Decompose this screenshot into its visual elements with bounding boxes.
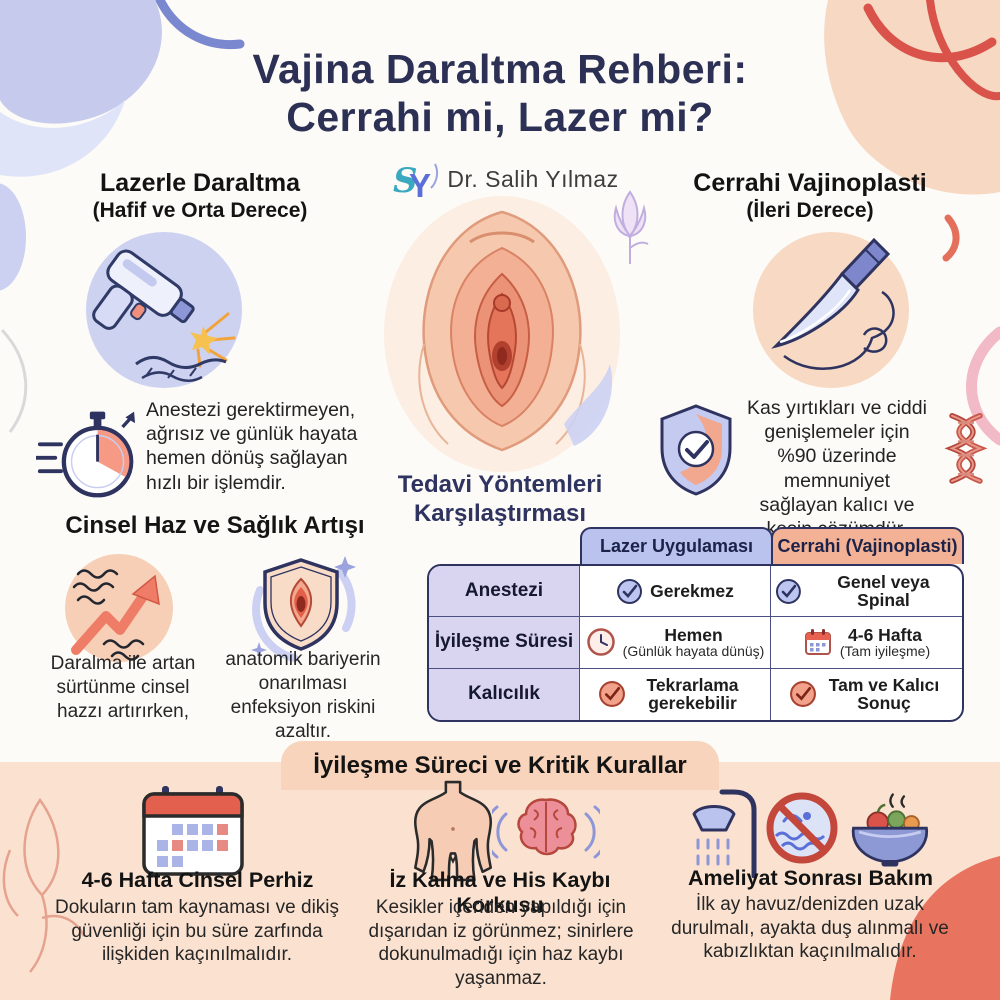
cell-value: Tam ve Kalıcı Sonuç xyxy=(828,674,940,714)
page-title: Vajina Daraltma Rehberi: Cerrahi mi, Laz… xyxy=(0,46,1000,141)
care-title-aftercare: Ameliyat Sonrası Bakım xyxy=(688,866,933,890)
care-title-scar: İz Kalma ve His Kaybı Korkusu xyxy=(389,868,611,917)
row-label-iyilesme: İyileşme Süresi xyxy=(429,617,580,669)
surgery-method-heading: Cerrahi Vajinoplasti (İleri Derece) xyxy=(650,169,970,224)
surgery-description-block: Kas yırtıkları ve ciddi genişlemeler içi… xyxy=(656,396,994,541)
cell-kalicilik-surgery: Tam ve Kalıcı Sonuç xyxy=(771,669,962,720)
decor-ribbon-red-1 xyxy=(863,3,997,63)
recovery-banner: İyileşme Süreci ve Kritik Kurallar xyxy=(281,741,719,790)
laser-description: Anestezi gerektirmeyen, ağrısız ve günlü… xyxy=(146,399,358,494)
care-text-aftercare: İlk ay havuz/denizden uzak durulmalı, ay… xyxy=(671,894,949,963)
surgery-description: Kas yırtıkları ve ciddi genişlemeler içi… xyxy=(747,397,927,540)
cell-value: 4-6 Hafta xyxy=(848,624,922,645)
brand-name: Dr. Salih Yılmaz xyxy=(447,165,619,192)
logo-letter-y: Y xyxy=(409,167,431,202)
shield-check-icon xyxy=(660,404,732,496)
brand-logo-sy-icon: S Y xyxy=(393,161,439,202)
benefit-health-text: anatomik bariyerin onarılması enfeksiyon… xyxy=(225,649,381,742)
decor-ribbon-red-3 xyxy=(942,214,960,262)
cell-anestezi-laser: Gerekmez xyxy=(580,566,771,618)
laser-method-title: Lazerle Daraltma xyxy=(99,169,301,197)
cell-note: (Tam iyileşme) xyxy=(839,643,931,660)
dna-icon xyxy=(944,413,988,484)
laser-method-subtitle: (Hafif ve Orta Derece) xyxy=(92,198,308,222)
cell-iyilesme-laser: Hemen(Günlük hayata dünüş) xyxy=(580,617,771,669)
food-bowl-icon xyxy=(851,793,929,867)
comparison-table-body: Anestezi Gerekmez Genel veya Spinal İyil… xyxy=(427,564,964,722)
decor-blob-top-right xyxy=(824,0,1000,195)
decor-ribbon-blue xyxy=(155,0,245,50)
cell-kalicilik-laser: Tekrarlama gerekebilir xyxy=(580,668,771,720)
row-label-anestezi: Anestezi xyxy=(429,566,580,618)
cell-value: Hemen xyxy=(664,624,723,645)
logo-letter-s: S xyxy=(393,161,418,201)
laser-description-block: Anestezi gerektirmeyen, ağrısız ve günlü… xyxy=(36,398,370,502)
care-text-abstinence: Dokuların tam kaynaması ve dikiş güvenli… xyxy=(54,897,340,966)
comparison-title: Tedavi Yöntemleri Karşılaştırması xyxy=(372,470,628,529)
decor-blob-left-edge xyxy=(0,183,26,291)
cell-anestezi-surgery: Genel veya Spinal xyxy=(771,566,962,618)
calendar-icon xyxy=(804,629,831,656)
cell-value: Genel veya Spinal xyxy=(837,571,930,611)
brand: S Y Dr. Salih Yılmaz xyxy=(360,156,650,202)
page-title-line1: Vajina Daraltma Rehberi: xyxy=(252,46,748,92)
clock-icon xyxy=(586,628,615,657)
decor-flower-sketch xyxy=(2,797,86,973)
decor-ribbon-red-2 xyxy=(926,0,1000,101)
anatomy-illustration-icon xyxy=(384,196,620,472)
row-label-kalicilik: Kalıcılık xyxy=(429,668,580,720)
decor-corner-coral xyxy=(890,856,1000,1000)
cell-value: Tekrarlama gerekebilir xyxy=(646,674,739,714)
laser-device-icon xyxy=(86,232,242,388)
shield-anatomy-icon xyxy=(251,556,356,662)
body-icon xyxy=(413,780,493,882)
decor-blob-top-left xyxy=(0,0,162,124)
decor-crescent-top-left xyxy=(0,100,125,177)
check-circle-icon xyxy=(598,681,625,708)
page-title-line2: Cerrahi mi, Lazer mi? xyxy=(286,93,714,140)
laser-method-heading: Lazerle Daraltma (Hafif ve Orta Derece) xyxy=(40,169,360,224)
cell-value: Gerekmez xyxy=(650,580,734,601)
benefits-title: Cinsel Haz ve Sağlık Artışı xyxy=(65,512,365,539)
calendar-icon xyxy=(142,786,244,876)
brain-icon xyxy=(492,798,600,859)
shower-icon xyxy=(692,789,757,878)
decor-ribbon-pink xyxy=(966,326,1000,446)
scalpel-icon xyxy=(753,232,909,388)
surgery-method-subtitle: (İleri Derece) xyxy=(746,198,874,222)
cell-note: (Günlük hayata dünüş) xyxy=(622,643,765,660)
comparison-table: Lazer Uygulaması Cerrahi (Vajinoplasti) … xyxy=(427,527,964,723)
benefit-pleasure-text: Daralma ile artan sürtünme cinsel hazzı … xyxy=(50,653,196,722)
decor-sketch-left xyxy=(0,328,28,433)
care-title-abstinence: 4-6 Hafta Cinsel Perhiz xyxy=(81,868,314,892)
comparison-title-line2: Karşılaştırması xyxy=(413,500,587,528)
table-header-laser: Lazer Uygulaması xyxy=(580,527,773,564)
comparison-title-line1: Tedavi Yöntemleri xyxy=(397,471,603,498)
check-circle-icon xyxy=(790,681,816,708)
table-header-surgery: Cerrahi (Vajinoplasti) xyxy=(771,527,964,564)
check-circle-icon xyxy=(775,578,801,604)
cell-iyilesme-surgery: 4-6 Hafta(Tam iyileşme) xyxy=(771,617,962,669)
check-circle-icon xyxy=(617,578,643,604)
no-swimming-icon xyxy=(766,792,838,864)
flower-sketch-icon xyxy=(613,190,649,264)
stopwatch-icon xyxy=(36,411,136,498)
care-text-scar: Kesikler içeriden yapıldığı için dışarıd… xyxy=(368,897,634,989)
trend-up-icon xyxy=(65,554,173,662)
surgery-method-title: Cerrahi Vajinoplasti xyxy=(693,169,927,197)
